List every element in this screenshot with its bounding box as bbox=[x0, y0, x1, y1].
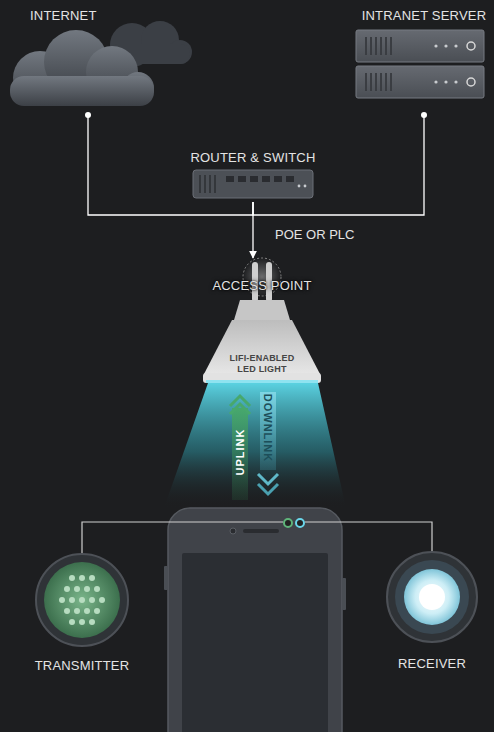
link-label: DOWNLINK bbox=[262, 394, 274, 463]
connector bbox=[88, 115, 253, 215]
connector-dot bbox=[421, 112, 427, 118]
router-node: ROUTER & SWITCH bbox=[188, 142, 318, 202]
connector bbox=[252, 202, 253, 258]
node-label: RECEIVER bbox=[372, 656, 492, 671]
node-label: INTRANET SERVER bbox=[354, 8, 494, 23]
transmitter-node: TRANSMITTER bbox=[22, 548, 142, 678]
node-label: TRANSMITTER bbox=[22, 658, 142, 673]
server-node: INTRANET SERVER bbox=[354, 0, 494, 115]
node-label: LIFI-ENABLED LED LIGHT bbox=[220, 353, 304, 375]
access-point-node: ACCESS POINT LIFI-ENABLED LED LIGHT bbox=[200, 258, 324, 384]
edge-label: POE OR PLC bbox=[275, 227, 354, 242]
node-label: ACCESS POINT bbox=[200, 278, 324, 293]
connector bbox=[253, 115, 424, 215]
node-label: ROUTER & SWITCH bbox=[188, 150, 318, 165]
receiver-node: RECEIVER bbox=[372, 548, 492, 678]
cloud-node: INTERNET bbox=[0, 0, 176, 115]
link-label: UPLINK bbox=[234, 429, 246, 476]
node-label: INTERNET bbox=[30, 8, 97, 23]
connector-dot bbox=[85, 112, 91, 118]
